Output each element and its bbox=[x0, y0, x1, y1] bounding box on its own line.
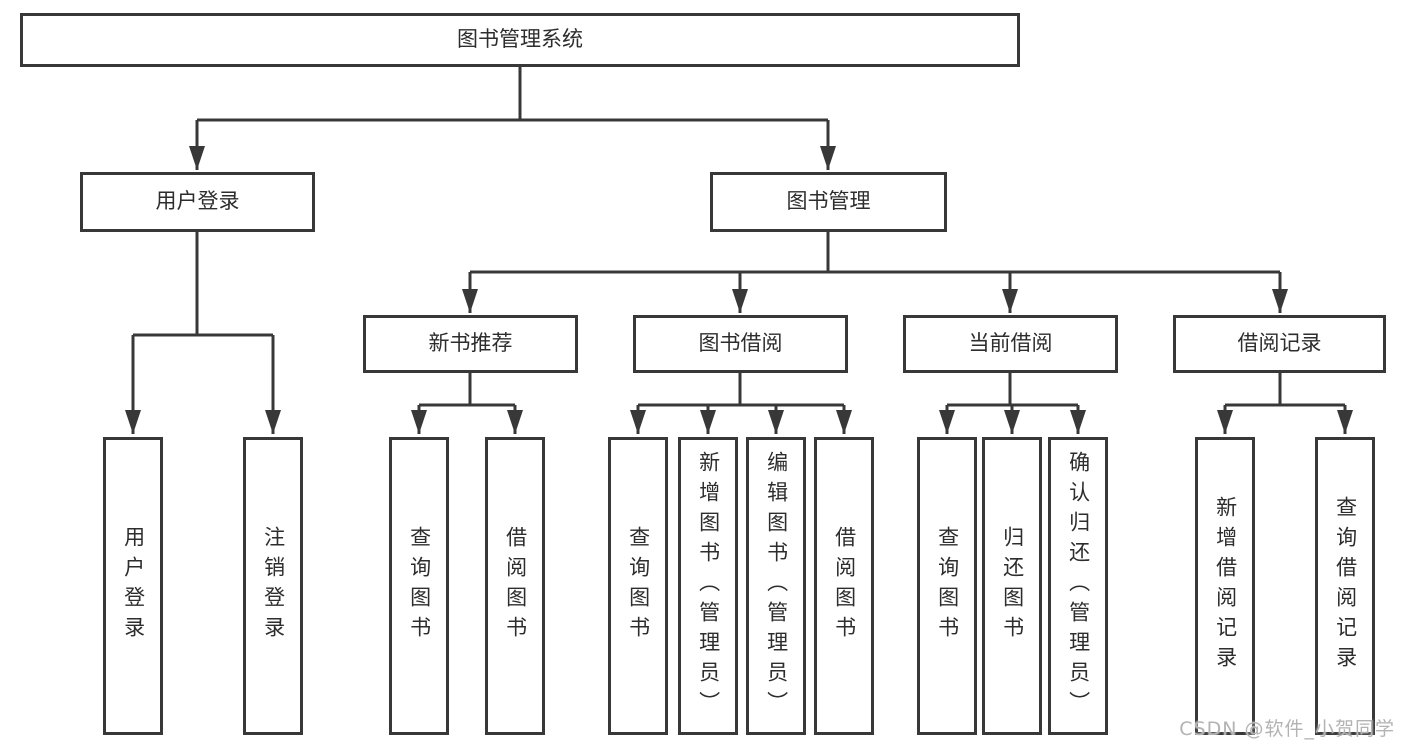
leaf-logout: 注销登录 bbox=[243, 437, 303, 735]
leaf-return-book: 归还图书 bbox=[982, 437, 1042, 735]
node-new-book-recommend: 新书推荐 bbox=[363, 315, 578, 373]
node-book-management-branch: 图书管理 bbox=[710, 172, 947, 232]
leaf-confirm-return-admin: 确认归还（管理员） bbox=[1048, 437, 1108, 735]
leaf-user-login: 用户登录 bbox=[103, 437, 163, 735]
leaf-edit-book-admin: 编辑图书（管理员） bbox=[746, 437, 806, 735]
csdn-watermark: CSDN @软件_小贺同学 bbox=[1179, 718, 1395, 740]
leaf-query-borrow-record: 查询借阅记录 bbox=[1315, 437, 1375, 735]
node-user-login-branch: 用户登录 bbox=[80, 172, 315, 232]
node-current-borrowing: 当前借阅 bbox=[903, 315, 1118, 373]
leaf-add-borrow-record: 新增借阅记录 bbox=[1195, 437, 1255, 735]
leaf-query-book: 查询图书 bbox=[389, 437, 449, 735]
leaf-borrow-book: 借阅图书 bbox=[485, 437, 545, 735]
node-system-root: 图书管理系统 bbox=[20, 13, 1020, 67]
node-book-borrowing: 图书借阅 bbox=[633, 315, 848, 373]
leaf-borrow-book: 借阅图书 bbox=[814, 437, 874, 735]
leaf-query-book: 查询图书 bbox=[608, 437, 668, 735]
node-borrowing-records: 借阅记录 bbox=[1173, 315, 1386, 373]
leaf-add-book-admin: 新增图书（管理员） bbox=[678, 437, 738, 735]
leaf-query-book: 查询图书 bbox=[917, 437, 977, 735]
